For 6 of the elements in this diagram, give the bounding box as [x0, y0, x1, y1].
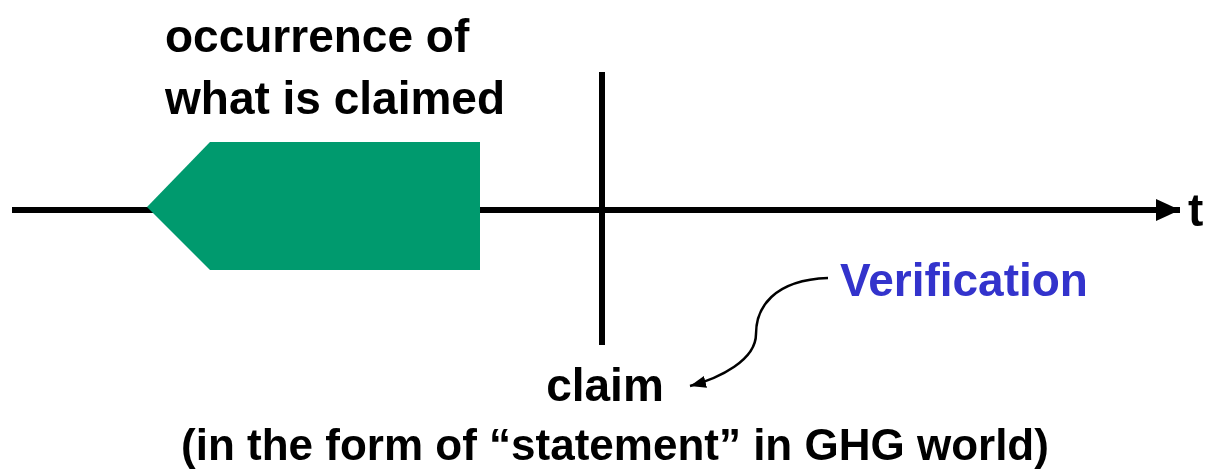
node-label: Verification [840, 253, 1088, 308]
event-heading: occurrence of what is claimed [164, 9, 506, 126]
axis-label: t [1188, 183, 1204, 238]
node-note: (in the form of “statement” in GHG world) [180, 419, 1049, 471]
node-label: claim [546, 358, 664, 413]
curved-arrow [689, 276, 829, 388]
